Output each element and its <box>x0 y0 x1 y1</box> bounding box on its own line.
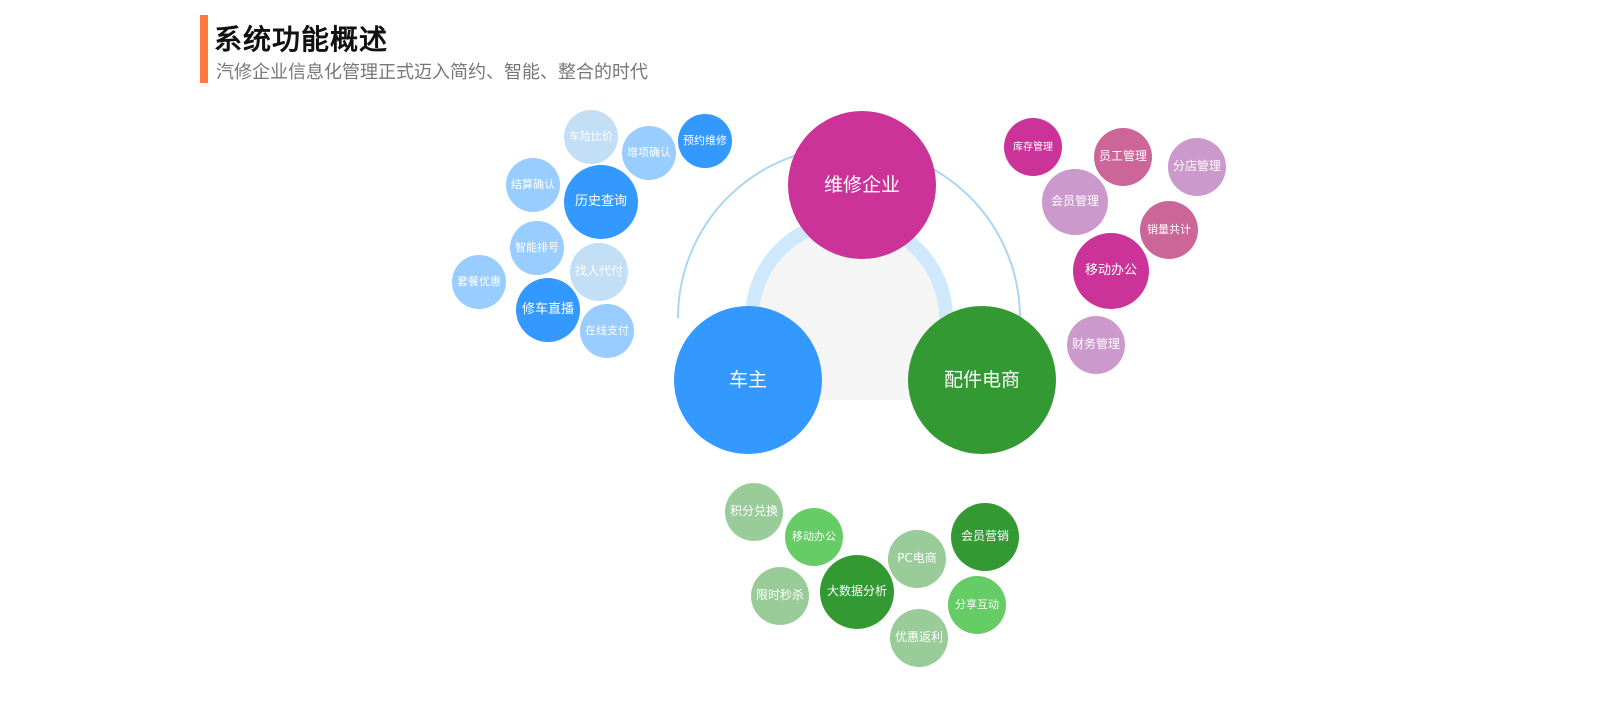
feature-bubble-owner[interactable]: 修车直播 <box>516 278 580 342</box>
feature-label: 库存管理 <box>1013 141 1053 153</box>
feature-label: 在线支付 <box>585 323 629 337</box>
feature-label: 结算确认 <box>511 177 555 191</box>
feature-label: 积分兑换 <box>729 504 778 519</box>
feature-bubble-owner[interactable]: 增项确认 <box>622 126 676 180</box>
header-accent-bar <box>200 15 208 83</box>
feature-label: 员工管理 <box>1098 149 1147 164</box>
feature-label: 优惠返利 <box>894 630 943 645</box>
feature-bubble-repair[interactable]: 财务管理 <box>1067 316 1125 374</box>
page-title: 系统功能概述 <box>214 23 389 56</box>
feature-bubble-owner[interactable]: 找人代付 <box>570 243 628 301</box>
feature-bubble-parts[interactable]: 优惠返利 <box>890 609 948 667</box>
feature-bubble-repair[interactable]: 会员管理 <box>1042 169 1108 235</box>
feature-bubble-repair[interactable]: 销量共计 <box>1140 201 1198 259</box>
feature-bubble-repair[interactable]: 移动办公 <box>1073 233 1149 309</box>
feature-label: 预约维修 <box>683 133 727 147</box>
hub-repair-enterprise[interactable]: 维修企业 <box>788 111 936 259</box>
feature-bubble-repair[interactable]: 库存管理 <box>1004 118 1062 176</box>
feature-label: 历史查询 <box>574 193 627 209</box>
feature-bubble-owner[interactable]: 在线支付 <box>580 304 634 358</box>
hub-car-owner[interactable]: 车主 <box>674 306 822 454</box>
feature-label: 大数据分析 <box>826 584 887 599</box>
feature-bubble-parts[interactable]: PC电商 <box>888 530 946 588</box>
feature-bubble-owner[interactable]: 车险比价 <box>564 110 618 164</box>
hub-label: 车主 <box>728 368 767 391</box>
hub-label: 配件电商 <box>943 368 1020 391</box>
feature-bubble-repair[interactable]: 员工管理 <box>1094 128 1152 186</box>
feature-label: 会员管理 <box>1050 194 1099 209</box>
feature-bubble-parts[interactable]: 分享互动 <box>948 576 1006 634</box>
feature-label: 套餐优惠 <box>457 274 501 288</box>
feature-bubble-owner[interactable]: 智能排号 <box>510 221 564 275</box>
feature-bubble-owner[interactable]: 历史查询 <box>564 165 638 239</box>
feature-label: 销量共计 <box>1147 222 1191 236</box>
feature-bubble-owner[interactable]: 预约维修 <box>678 114 732 168</box>
feature-bubble-owner[interactable]: 套餐优惠 <box>452 255 506 309</box>
page-subtitle: 汽修企业信息化管理正式迈入简约、智能、整合的时代 <box>216 62 648 83</box>
feature-label: 修车直播 <box>521 301 574 317</box>
feature-label: 移动办公 <box>792 529 836 543</box>
feature-bubble-parts[interactable]: 积分兑换 <box>725 483 783 541</box>
feature-bubble-parts[interactable]: 会员营销 <box>951 503 1019 571</box>
feature-bubble-owner[interactable]: 结算确认 <box>506 158 560 212</box>
feature-label: 移动办公 <box>1084 262 1137 278</box>
feature-label: 增项确认 <box>627 145 671 159</box>
hub-parts-ecommerce[interactable]: 配件电商 <box>908 306 1056 454</box>
feature-bubble-parts[interactable]: 移动办公 <box>785 508 843 566</box>
hub-label: 维修企业 <box>823 173 900 196</box>
feature-label: 车险比价 <box>569 129 613 143</box>
feature-bubble-repair[interactable]: 分店管理 <box>1168 138 1226 196</box>
feature-label: 智能排号 <box>515 240 559 254</box>
feature-bubble-parts[interactable]: 限时秒杀 <box>751 567 809 625</box>
feature-label: 限时秒杀 <box>755 588 804 603</box>
feature-label: 找人代付 <box>574 264 623 279</box>
feature-label: 分享互动 <box>955 597 999 611</box>
feature-label: 会员营销 <box>960 529 1009 544</box>
feature-bubble-parts[interactable]: 大数据分析 <box>820 555 894 629</box>
feature-label: 财务管理 <box>1071 337 1120 352</box>
feature-label: 分店管理 <box>1172 159 1221 174</box>
feature-label: PC电商 <box>897 551 937 566</box>
